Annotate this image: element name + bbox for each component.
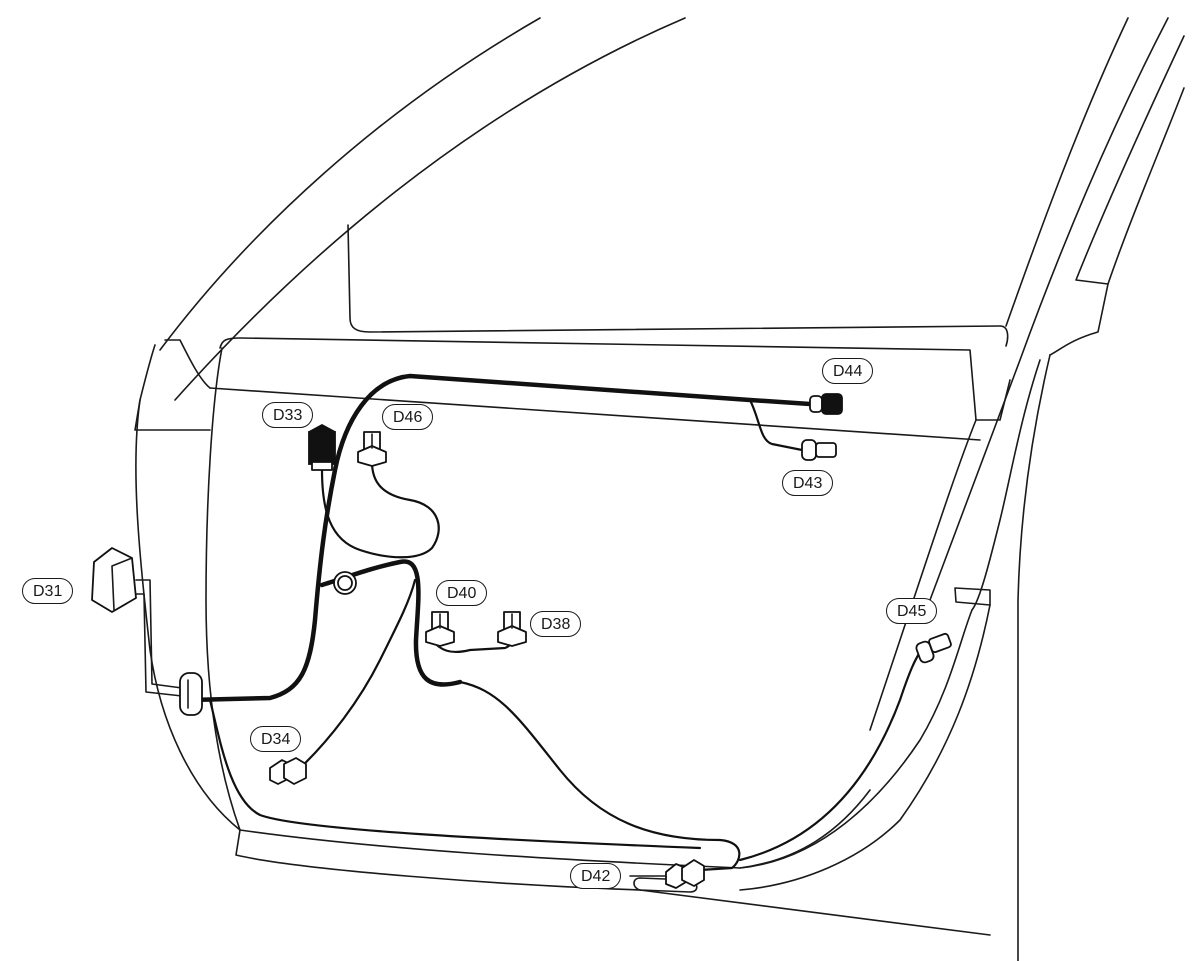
connector-D33-icon [308, 423, 336, 471]
connector-D34-icon [269, 757, 307, 785]
label-D46: D46 [382, 404, 434, 430]
connector-D46-icon [357, 431, 387, 467]
label-D42: D42 [570, 863, 622, 889]
connector-D45-icon [915, 632, 952, 664]
connector-D38-icon [497, 611, 527, 647]
main-harness [187, 373, 813, 703]
connector-D44-icon [809, 393, 843, 415]
label-D34: D34 [250, 726, 302, 752]
label-D31: D31 [22, 578, 74, 604]
label-D44: D44 [822, 358, 874, 384]
connector-D43-icon [801, 439, 837, 461]
connector-D40-icon [425, 611, 455, 647]
connector-D31-icon [91, 547, 137, 613]
label-D38: D38 [530, 611, 582, 637]
edge-grommet-icon [179, 672, 203, 716]
branch-wires [135, 398, 922, 872]
grommet-icon [333, 571, 357, 595]
label-D40: D40 [436, 580, 488, 606]
door-outline [134, 17, 1185, 961]
connector-D42-icon [629, 859, 705, 889]
label-D45: D45 [886, 598, 938, 624]
label-D43: D43 [782, 470, 834, 496]
label-D33: D33 [262, 402, 314, 428]
